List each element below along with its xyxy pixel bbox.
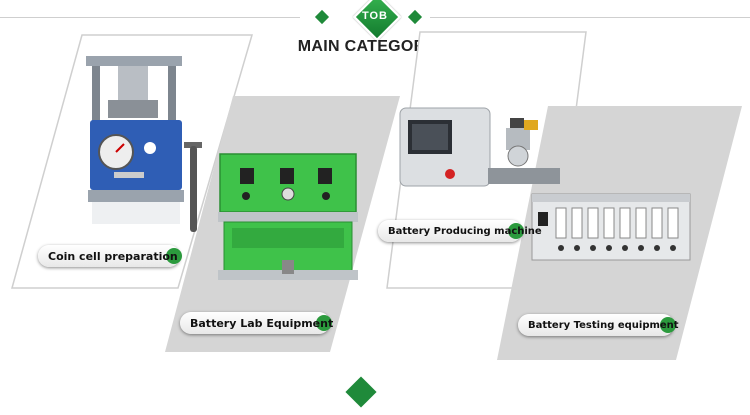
category-battery-testing-equipment[interactable]: Battery Testing equipment	[518, 314, 679, 336]
green-accent-icon	[508, 223, 524, 239]
logo-text: TOB	[361, 10, 389, 22]
category-label: Battery Producing machine	[388, 225, 542, 237]
battery-producing-machine-image[interactable]	[398, 98, 566, 198]
category-battery-producing-machine[interactable]: Battery Producing machine	[378, 220, 542, 242]
page-title: MAIN CATEGORIES	[297, 38, 453, 55]
green-accent-icon	[316, 315, 332, 331]
battery-lab-equipment-image[interactable]	[218, 152, 358, 282]
category-label: Battery Lab Equipment	[190, 316, 334, 330]
category-battery-lab-equipment[interactable]: Battery Lab Equipment	[180, 312, 334, 334]
category-coin-cell-preparation[interactable]: Coin cell preparation	[38, 245, 182, 267]
logo[interactable]: TOB	[348, 0, 402, 42]
category-label: Coin cell preparation	[48, 249, 178, 263]
green-accent-icon	[660, 317, 676, 333]
battery-testing-equipment-image[interactable]	[530, 192, 692, 264]
coin-cell-press-image[interactable]	[78, 50, 208, 245]
header-divider-right	[430, 17, 750, 18]
category-label: Battery Testing equipment	[528, 319, 679, 331]
green-accent-icon	[166, 248, 182, 264]
header-divider-left	[0, 17, 300, 18]
